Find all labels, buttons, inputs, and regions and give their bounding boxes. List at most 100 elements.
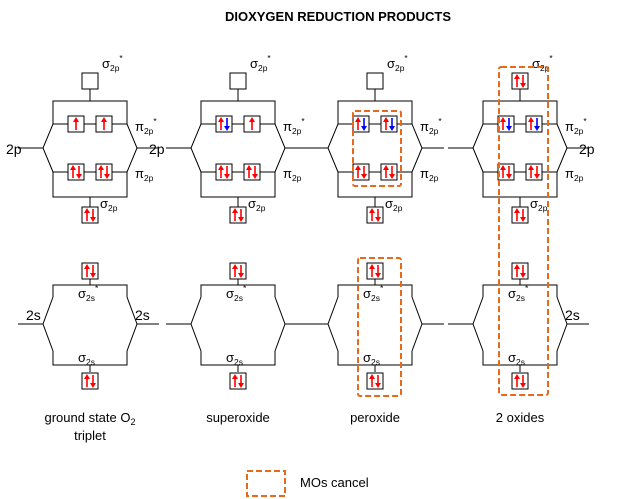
orbital-sigma2s-star-e1-head [514,264,520,269]
label-pi2p-star: π2p* [565,116,587,136]
label-pi2p: π2p [135,166,154,183]
label-sigma2p: σ2p [530,196,548,213]
legend-swatch [246,470,286,497]
orbital-sigma2s-e1-head [369,374,375,379]
cancel-box-oxides [498,66,549,396]
label-sigma2p: σ2p [248,196,266,213]
orbital-pi2p-2 [95,163,113,181]
orbital-sigma2p-star [366,72,384,90]
bracket-2p-upper [482,100,558,124]
orbital-pi2p-2-e2-head [389,174,395,179]
orbital-sigma2s-star-e1-head [232,264,238,269]
label-pi2p-star: π2p* [283,116,305,136]
orbital-sigma2p [366,206,384,224]
diagram-title: DIOXYGEN REDUCTION PRODUCTS [225,9,451,24]
label-pi2p: π2p [283,166,302,183]
chevron-2s-left [42,296,54,352]
orbital-sigma2p [511,206,529,224]
orbital-sigma2p-star [81,72,99,90]
cancel-box-peroxide-sigma [357,257,402,397]
label-pi2p-star: π2p* [135,116,157,136]
orbital-sigma2s-star [229,262,247,280]
orbital-sigma2s-e2-head [375,383,381,388]
orbital-sigma2s [366,372,384,390]
caption-ground-state-sub: 2 [130,417,135,427]
label-sigma2s-star: σ2s* [363,283,384,303]
label-sigma2s-star: σ2s* [226,283,247,303]
orbital-pi2p-star-1-e1-head [500,117,506,122]
atomic-2p-right: 2p [579,141,595,157]
orbital-sigma2p-star-e2-head [520,83,526,88]
orbital-pi2p-star-2-e1-head [383,117,389,122]
orbital-pi2p-1-e1-head [355,165,361,170]
orbital-pi2p-star-2-e1-head [101,117,107,122]
orbital-sigma2p-e2-head [90,217,96,222]
orbital-pi2p-1-e2-head [361,174,367,179]
label-sigma2s: σ2s [363,350,380,367]
orbital-pi2p-star-2-e1-head [528,117,534,122]
orbital-sigma2p-e1-head [369,208,375,213]
mo-columns: σ2p* π2p* π2p σ2p σ2s* σ2s 2p 2s 2p 2s σ2p* π2p* π2p… [6,53,595,390]
chevron-2s-left [190,296,202,352]
caption-ground-state-main: ground state O [44,410,130,425]
label-sigma2s-star: σ2s* [508,283,529,303]
caption-2-oxides: 2 oxides [496,410,545,425]
label-sigma2s-star: σ2s* [78,283,99,303]
orbital-sigma2p-star-e1-head [514,74,520,79]
label-sigma2s: σ2s [78,350,95,367]
orbital-pi2p-2-e1-head [383,165,389,170]
orbital-sigma2p-e2-head [375,217,381,222]
orbital-pi2p-star-1-e1-head [73,117,79,122]
orbital-pi2p-1 [215,163,233,181]
orbital-sigma2p-star [511,72,529,90]
chevron-2s-left [327,296,339,352]
orbital-pi2p-star-1 [352,115,370,133]
orbital-pi2p-2 [525,163,543,181]
legend-label: MOs cancel [300,475,369,490]
orbital-sigma2s [511,372,529,390]
atomic-2s-right: 2s [135,307,150,323]
orbital-pi2p-2-e2-head [252,174,258,179]
orbital-pi2p-star-2 [525,115,543,133]
orbital-sigma2s-star-e2-head [238,273,244,278]
orbital-sigma2s-star-e2-head [520,273,526,278]
chevron-2s-right [274,296,286,352]
orbital-sigma2p [229,206,247,224]
orbital-pi2p-2-e1-head [98,165,104,170]
orbital-pi2p-1-e2-head [506,174,512,179]
atomic-2p-left: 2p [6,141,22,157]
chevron-2p-left [327,123,339,173]
bracket-2p-upper [200,100,276,124]
orbital-sigma2s-e2-head [238,383,244,388]
orbital-sigma2s-star-e1-head [84,264,90,269]
orbital-pi2p-star-1 [215,115,233,133]
caption-superoxide: superoxide [206,410,270,425]
label-sigma2p-star: σ2p* [387,53,408,73]
orbital-sigma2p-e1-head [232,208,238,213]
atomic-2s-left: 2s [26,307,41,323]
orbital-sigma2s-star [511,262,529,280]
label-pi2p: π2p [420,166,439,183]
bracket-2p-lower [482,172,558,198]
chevron-2s-right [411,296,423,352]
orbital-pi2p-1 [497,163,515,181]
orbital-sigma2s-e1-head [232,374,238,379]
orbital-pi2p-1-e1-head [500,165,506,170]
chevron-2p-left [42,123,54,173]
orbital-sigma2s-star-e2-head [375,273,381,278]
orbital-pi2p-2-e2-head [104,174,110,179]
label-sigma2p-star: σ2p* [102,53,123,73]
orbital-sigma2s-e2-head [520,383,526,388]
orbital-sigma2p-e2-head [238,217,244,222]
orbital-pi2p-2-e1-head [528,165,534,170]
caption-ground-state-line2: triplet [74,428,106,443]
orbital-sigma2s [81,372,99,390]
orbital-pi2p-1-e2-head [76,174,82,179]
orbital-sigma2s-star [81,262,99,280]
orbital-sigma2p-e2-head [520,217,526,222]
atomic-2s-right: 2s [565,307,580,323]
